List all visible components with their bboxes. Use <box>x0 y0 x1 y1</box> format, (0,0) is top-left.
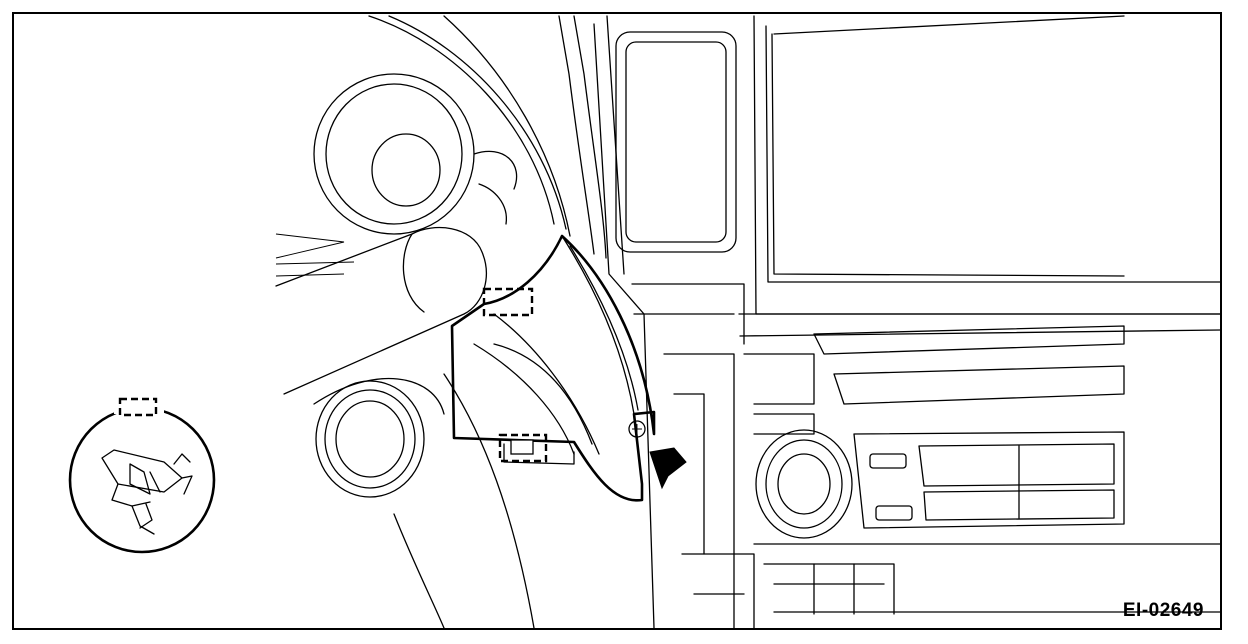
figure-code: EI-02649 <box>1122 600 1204 621</box>
audio-panel <box>738 313 1220 615</box>
clip-location-lower <box>498 433 548 463</box>
clip-detail-icon <box>68 397 216 554</box>
left-air-vent <box>313 377 445 498</box>
illustration-frame: EI-02649 <box>12 12 1222 630</box>
center-console <box>558 15 755 628</box>
display-screen <box>753 15 1220 315</box>
steering-column <box>275 227 487 395</box>
trim-panel <box>450 234 656 502</box>
screw-icon <box>628 420 646 438</box>
clip-location-upper <box>482 287 534 317</box>
dashboard-line-drawing <box>68 15 1220 628</box>
instrument-cluster <box>313 15 571 237</box>
arrow-icon <box>649 447 687 490</box>
